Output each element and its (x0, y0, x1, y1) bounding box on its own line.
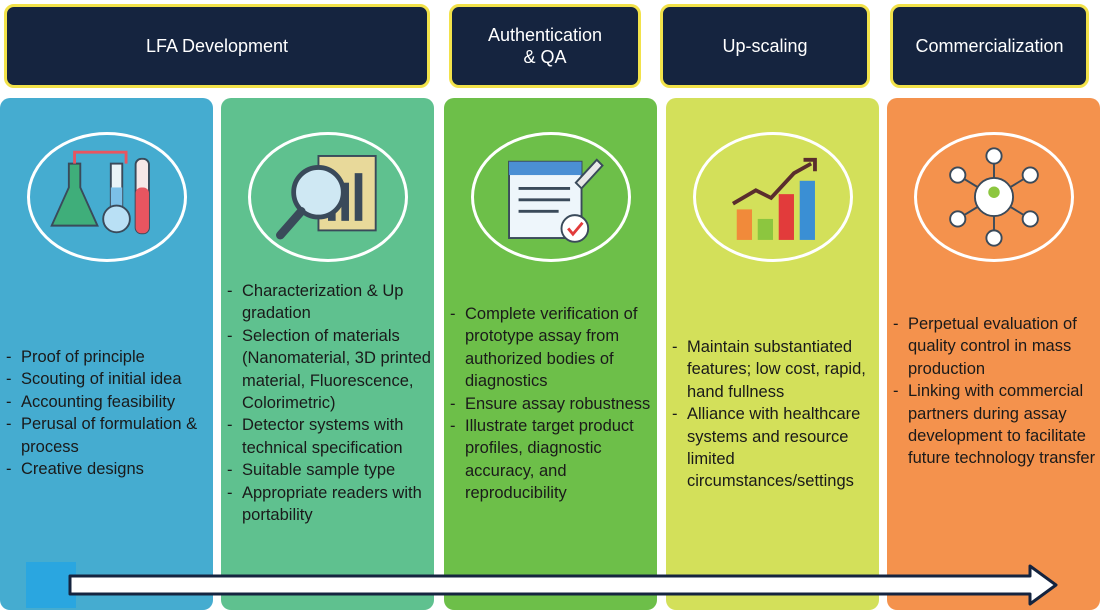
column-lfa-materials: Characterization & Up gradation Selectio… (221, 98, 434, 610)
list-item: Perpetual evaluation of quality control … (887, 313, 1098, 380)
header-lfa-development: LFA Development (4, 4, 430, 88)
list-item: Complete verification of prototype assay… (444, 303, 655, 393)
list-item: Illustrate target product profiles, diag… (444, 415, 655, 505)
header-authentication-label: Authentication & QA (487, 25, 603, 67)
header-commercialization: Commercialization (890, 4, 1089, 88)
list-item: Ensure assay robustness (444, 393, 655, 416)
header-lfa-development-label: LFA Development (145, 36, 289, 56)
clipboard-check-icon (470, 132, 631, 262)
list-item: Appropriate readers with portability (221, 482, 432, 527)
list-item: Alliance with healthcare systems and res… (666, 403, 877, 493)
arrow-shape (68, 564, 1058, 606)
column-authentication: Complete verification of prototype assay… (444, 98, 657, 610)
network-people-icon (913, 132, 1074, 262)
list-item: Characterization & Up gradation (221, 280, 432, 325)
column-commercialization: Perpetual evaluation of quality control … (887, 98, 1100, 610)
header-upscaling-label: Up-scaling (722, 36, 808, 56)
list-item: Scouting of initial idea (0, 368, 210, 391)
list-item: Suitable sample type (221, 459, 432, 482)
list-item: Detector systems with technical specific… (221, 414, 432, 459)
magnifier-chart-icon (247, 132, 408, 262)
list-item: Accounting feasibility (0, 391, 210, 414)
arrow-start-block (26, 562, 76, 608)
list-item: Perusal of formulation & process (0, 413, 210, 458)
column-lfa-concept-list: Proof of principle Scouting of initial i… (0, 346, 210, 481)
lab-flask-icon (26, 132, 187, 262)
list-item: Proof of principle (0, 346, 210, 369)
column-commercialization-list: Perpetual evaluation of quality control … (887, 313, 1098, 470)
growth-chart-icon (692, 132, 853, 262)
column-authentication-list: Complete verification of prototype assay… (444, 303, 655, 505)
column-upscaling: Maintain substantiated features; low cos… (666, 98, 879, 610)
list-item: Creative designs (0, 458, 210, 481)
list-item: Linking with commercial partners during … (887, 380, 1098, 470)
list-item: Maintain substantiated features; low cos… (666, 336, 877, 403)
column-lfa-concept: Proof of principle Scouting of initial i… (0, 98, 213, 610)
column-upscaling-list: Maintain substantiated features; low cos… (666, 336, 877, 493)
column-lfa-materials-list: Characterization & Up gradation Selectio… (221, 280, 432, 526)
list-item: Selection of materials (Nanomaterial, 3D… (221, 325, 432, 415)
header-commercialization-label: Commercialization (915, 36, 1064, 56)
header-authentication: Authentication & QA (449, 4, 641, 88)
timeline-arrow (26, 562, 1058, 608)
header-upscaling: Up-scaling (660, 4, 870, 88)
